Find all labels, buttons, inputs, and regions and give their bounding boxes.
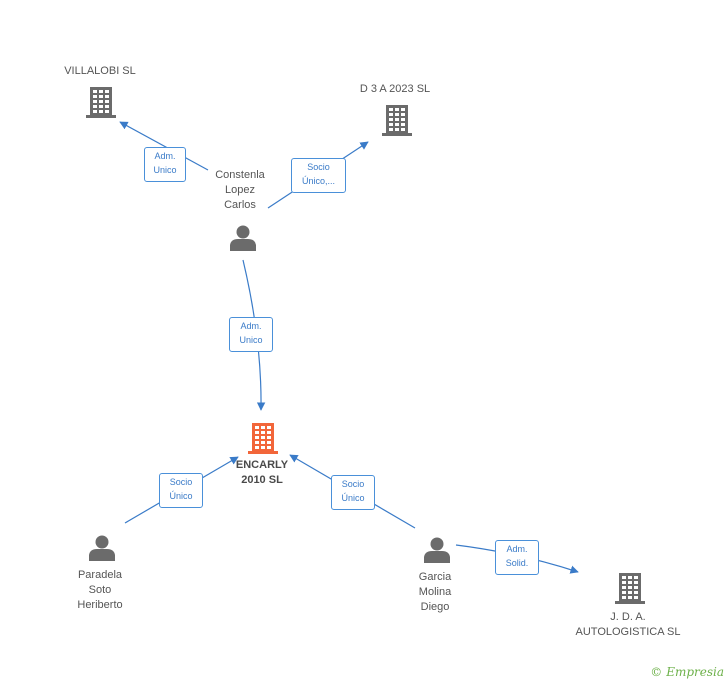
brand-footer[interactable]: ©Empresia (650, 665, 724, 679)
copyright-icon: © (650, 665, 663, 679)
building-icon-d3a2023[interactable] (382, 105, 412, 136)
person-icon-paradela[interactable] (89, 535, 115, 562)
edge-label-garcia-encarly[interactable]: Socio Único (331, 475, 375, 510)
edge-label-paradela-encarly[interactable]: Socio Único (159, 473, 203, 508)
node-label-d3a2023[interactable]: D 3 A 2023 SL (359, 83, 431, 95)
edge-label-constenla-encarly[interactable]: Adm. Unico (229, 317, 273, 352)
edge-label-constenla-villalobi[interactable]: Adm. Unico (144, 147, 186, 182)
building-icon-villalobi[interactable] (86, 87, 116, 118)
person-icon-garcia[interactable] (424, 537, 450, 564)
node-label-garcia[interactable]: Garcia Molina Diego (418, 571, 452, 613)
node-label-constenla[interactable]: Constenla Lopez Carlos (215, 169, 265, 211)
node-label-encarly[interactable]: ENCARLY 2010 SL (235, 459, 289, 486)
edge-constenla-villalobi (119, 121, 209, 171)
edge-label-constenla-d3a2023[interactable]: Socio Único,... (291, 158, 346, 193)
node-label-jda[interactable]: J. D. A. AUTOLOGISTICA SL (575, 611, 681, 638)
person-icon-constenla[interactable] (230, 225, 256, 252)
building-icon-jda[interactable] (615, 573, 645, 604)
node-label-villalobi[interactable]: VILLALOBI SL (64, 65, 136, 77)
edge-label-garcia-jda[interactable]: Adm. Solid. (495, 540, 539, 575)
building-icon-encarly[interactable] (248, 423, 278, 454)
brand-name: Empresia (666, 665, 724, 679)
node-label-paradela[interactable]: Paradela Soto Heriberto (77, 569, 123, 611)
